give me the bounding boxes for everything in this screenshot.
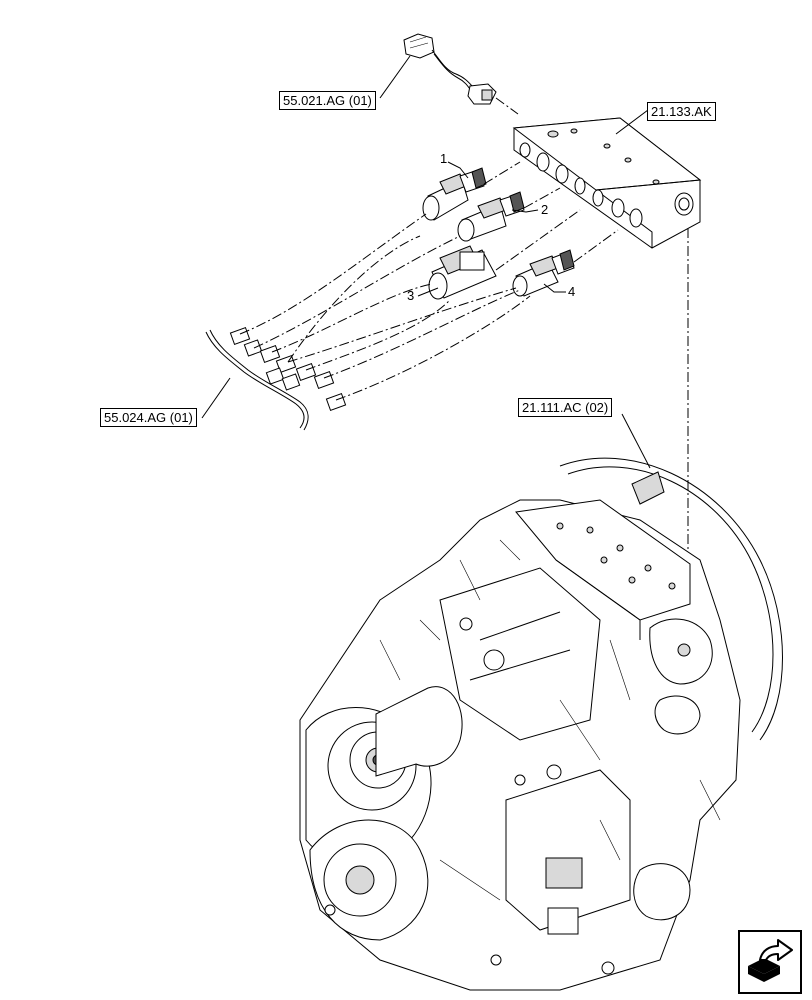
speed-sensor-harness — [403, 33, 519, 115]
callout-item-2: 2 — [541, 202, 549, 217]
reference-wiring-harness[interactable]: 55.024.AG (01) — [100, 408, 197, 427]
solenoid-valve-4 — [512, 249, 575, 297]
reference-valve-block[interactable]: 21.133.AK — [647, 102, 716, 121]
reference-transmission[interactable]: 21.111.AC (02) — [518, 398, 613, 417]
callout-item-1: 1 — [440, 151, 448, 166]
solenoid-valve-3 — [428, 245, 497, 300]
solenoid-valve-1 — [422, 167, 487, 221]
callout-item-4: 4 — [568, 284, 576, 299]
callout-item-3: 3 — [407, 288, 415, 303]
wiring-harness — [205, 326, 347, 431]
reference-sensor-harness[interactable]: 55.021.AG (01) — [279, 91, 376, 110]
next-page-button[interactable] — [738, 930, 802, 994]
transmission-assembly — [299, 457, 783, 991]
solenoid-valve-2 — [457, 191, 525, 242]
next-page-arrow-icon — [748, 939, 793, 982]
valve-block — [512, 117, 702, 249]
